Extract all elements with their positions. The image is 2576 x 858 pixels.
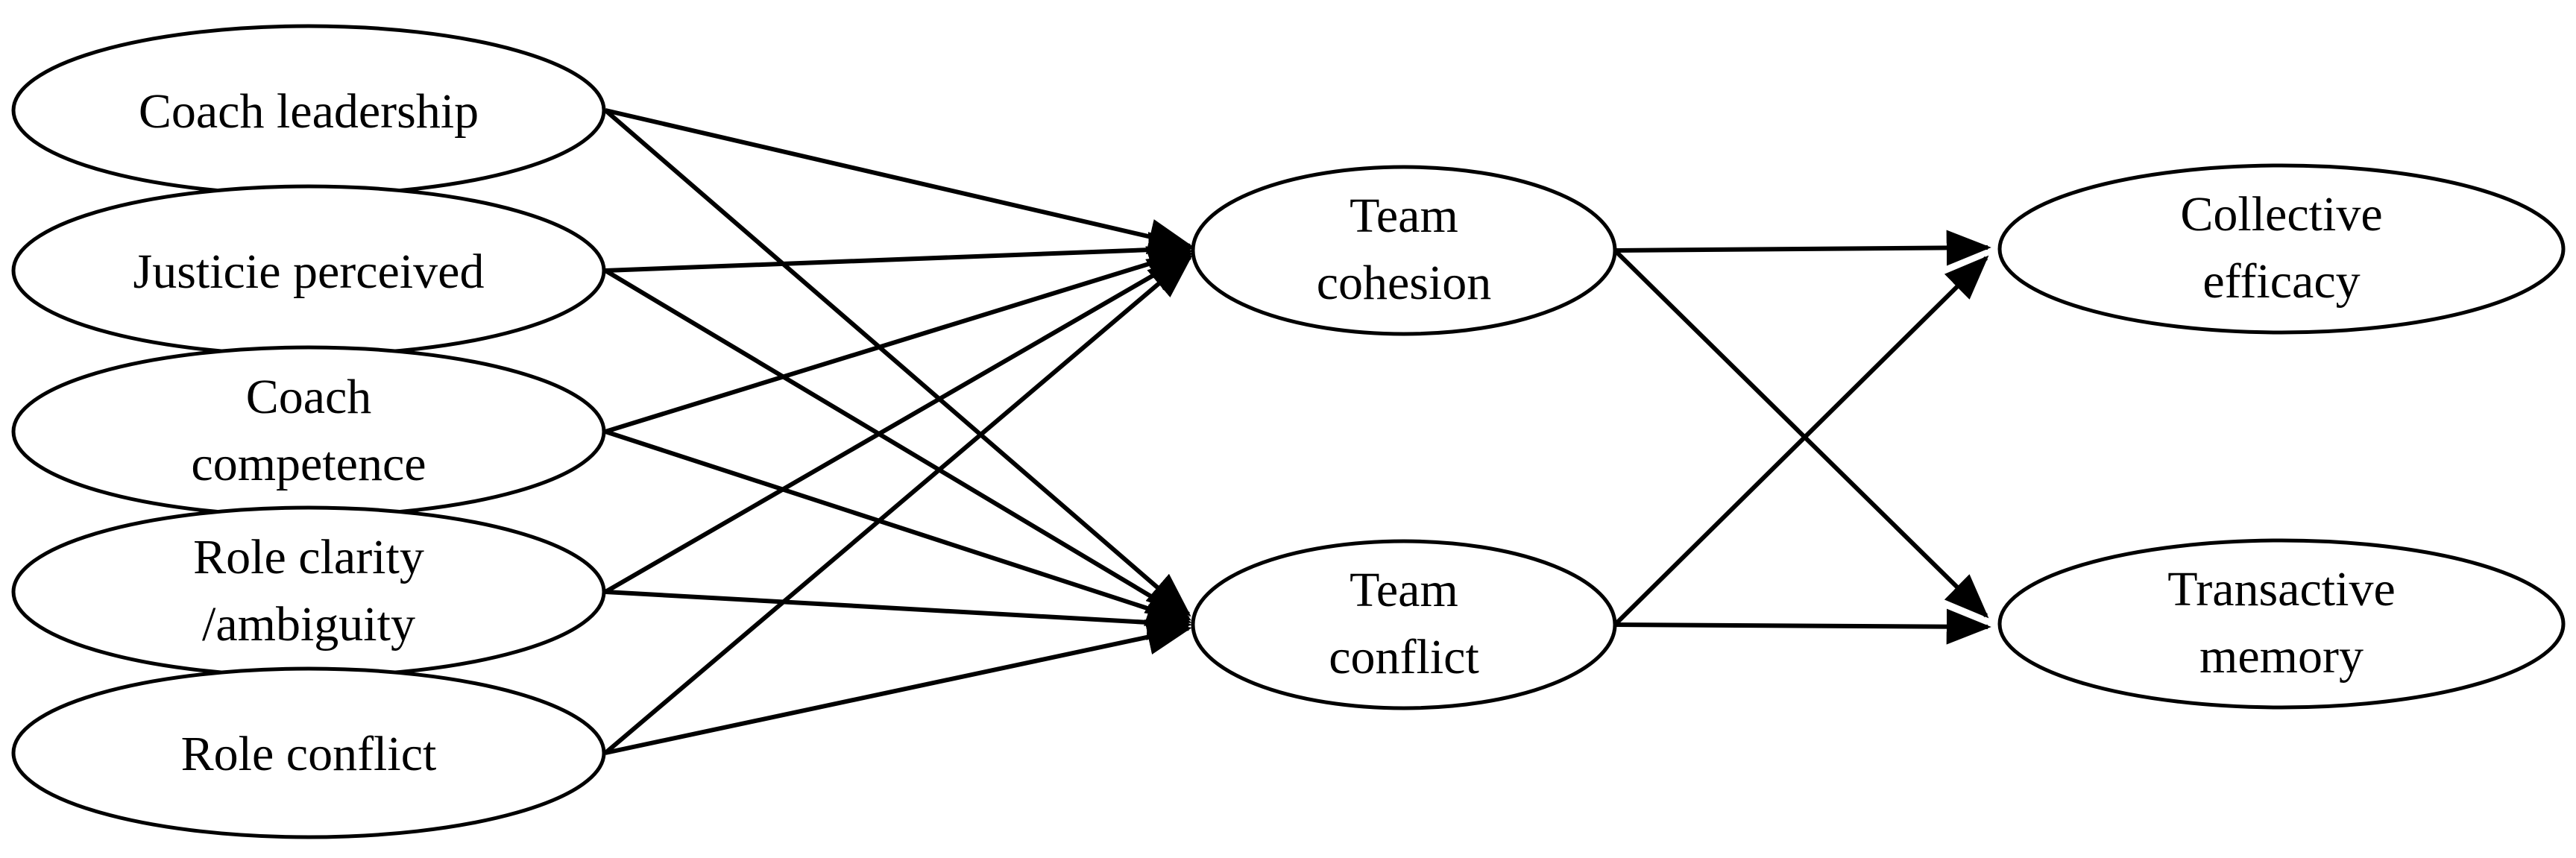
node-role-conflict-label: Role conflict bbox=[181, 727, 437, 781]
node-coach-leadership-label: Coach leadership bbox=[139, 84, 479, 139]
node-coach-competence-label-line1: Coach bbox=[246, 370, 372, 424]
node-transactive-memory-label-line2: memory bbox=[2199, 629, 2364, 684]
node-team-cohesion bbox=[1191, 165, 1617, 336]
edge-coach-competence-to-team-conflict bbox=[605, 429, 1192, 626]
edge-team-conflict-to-transactive-memory bbox=[1614, 608, 1991, 645]
edge-justice-perceived-to-team-cohesion bbox=[605, 232, 1194, 273]
node-team-conflict-label-line2: conflict bbox=[1329, 630, 1479, 684]
left-column-nodes: Coach leadership Justicie perceived Coac… bbox=[11, 24, 606, 839]
edge-role-conflict-to-team-cohesion bbox=[604, 254, 1193, 755]
edge-coach-competence-to-team-cohesion bbox=[605, 246, 1194, 434]
edges-left-to-middle bbox=[604, 108, 1194, 755]
edge-coach-leadership-to-team-cohesion bbox=[605, 108, 1194, 254]
edge-role-clarity-ambiguity-to-team-cohesion bbox=[604, 252, 1194, 594]
node-team-conflict bbox=[1191, 539, 1617, 710]
node-coach-competence-label-line2: competence bbox=[191, 437, 426, 491]
node-collective-efficacy-label-line2: efficacy bbox=[2202, 254, 2360, 309]
edge-role-conflict-to-team-conflict bbox=[605, 619, 1192, 755]
node-team-cohesion-label-line1: Team bbox=[1350, 189, 1458, 243]
node-role-clarity-ambiguity-label-line1: Role clarity bbox=[193, 530, 424, 584]
edge-team-cohesion-to-collective-efficacy bbox=[1614, 230, 1991, 266]
right-column-nodes: Collective efficacy Transactive memory bbox=[1997, 163, 2566, 710]
node-team-conflict-label-line1: Team bbox=[1350, 563, 1458, 617]
edge-justice-perceived-to-team-conflict bbox=[604, 268, 1192, 621]
node-collective-efficacy bbox=[1997, 163, 2566, 335]
node-justice-perceived-label: Justicie perceived bbox=[133, 245, 485, 299]
node-transactive-memory-label-line1: Transactive bbox=[2167, 562, 2396, 616]
edge-team-cohesion-to-transactive-memory bbox=[1613, 248, 1989, 619]
middle-column-nodes: Team cohesion Team conflict bbox=[1191, 165, 1617, 710]
edge-coach-leadership-to-team-conflict bbox=[604, 108, 1191, 617]
node-transactive-memory bbox=[1997, 538, 2566, 710]
edge-team-conflict-to-collective-efficacy bbox=[1613, 255, 1989, 627]
node-team-cohesion-label-line2: cohesion bbox=[1317, 256, 1492, 310]
edge-role-clarity-ambiguity-to-team-conflict bbox=[605, 590, 1192, 640]
node-collective-efficacy-label-line1: Collective bbox=[2180, 187, 2382, 242]
node-role-conflict bbox=[11, 666, 606, 839]
node-role-clarity-ambiguity-label-line2: /ambiguity bbox=[202, 597, 415, 652]
edges-middle-to-right bbox=[1613, 230, 1991, 645]
